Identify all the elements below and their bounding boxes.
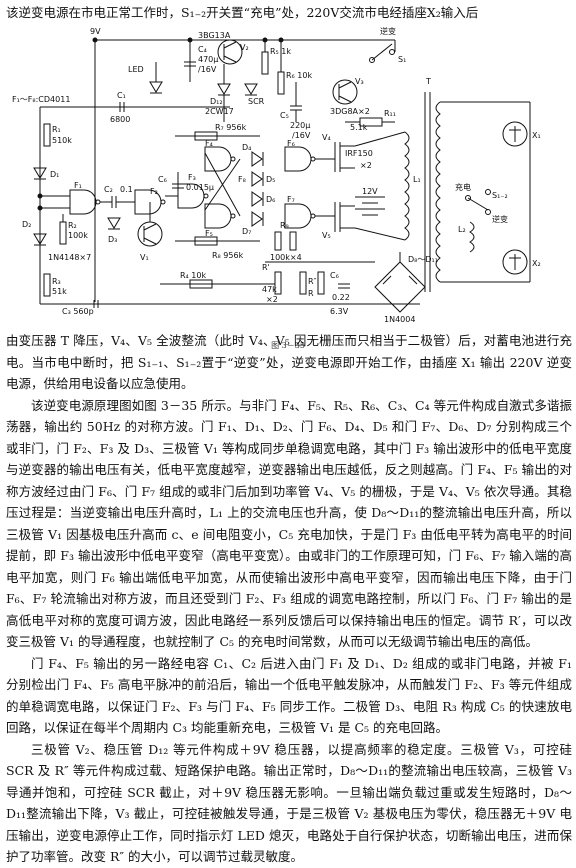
label-f8: F₈ bbox=[238, 175, 246, 184]
label-r3: R₃ bbox=[52, 277, 61, 286]
label-s12: S₁₋₂ bbox=[492, 191, 508, 200]
label-mosfet: IRF150 bbox=[345, 149, 373, 158]
label-f3: F₃ bbox=[188, 173, 196, 182]
label-invert: 逆变 bbox=[492, 214, 508, 224]
label-r12: R bbox=[308, 289, 314, 298]
label-transformer: T bbox=[425, 77, 431, 86]
label-d6: D₆ bbox=[266, 195, 275, 204]
label-c6b: C₆ bbox=[330, 271, 339, 280]
label-bridge-type: 1N4004 bbox=[384, 315, 415, 322]
label-d2: D₂ bbox=[22, 220, 31, 229]
label-f5: F₅ bbox=[205, 229, 213, 238]
label-rp: R' bbox=[262, 263, 270, 272]
label-d7: D₇ bbox=[242, 227, 251, 236]
label-c2-val: 0.1 bbox=[120, 185, 133, 194]
label-r5: R₅ 1k bbox=[270, 47, 291, 56]
label-c6b-volt: 6.3V bbox=[330, 307, 349, 316]
label-c4: C₄ bbox=[198, 45, 207, 54]
label-d3: D₃ bbox=[108, 235, 117, 244]
label-c3: C₃ 560p bbox=[62, 307, 94, 316]
label-r11-val: 5.1k bbox=[350, 123, 368, 132]
label-v3-type: 3DG8A×2 bbox=[330, 107, 370, 116]
intro-line: 该逆变电源在市电正常工作时，S₁₋₂开关置“充电”处，220V交流市电经插座X₂… bbox=[6, 5, 479, 20]
label-d1: D₁ bbox=[50, 170, 59, 179]
label-c6: C₆ bbox=[158, 175, 167, 184]
label-f7: F₇ bbox=[287, 195, 295, 204]
paragraph-4: 三极管 V₂、稳压管 D₁₂ 等元件构成＋9V 稳压器，以提高频率的稳定度。三极… bbox=[6, 741, 572, 865]
label-charge: 充电 bbox=[455, 182, 471, 192]
label-bridge: D₈～D₁₁ bbox=[408, 255, 438, 264]
label-r10: 100k×4 bbox=[270, 253, 302, 262]
label-d-series: 1N4148×7 bbox=[48, 253, 91, 262]
label-x1: X₁ bbox=[532, 131, 541, 140]
label-c4-volt: /16V bbox=[198, 65, 217, 74]
article-body: 由变压器 T 降压，V₄、V₅ 全波整流（此时 V₄、V₅ 因无栅压而只相当于二… bbox=[6, 330, 572, 868]
label-r3-val: 51k bbox=[52, 287, 67, 296]
paragraph-3: 门 F₄、F₅ 输出的另一路经电容 C₁、C₂ 后进入由门 F₁ 及 D₁、D₂… bbox=[6, 655, 572, 736]
label-c2: C₂ bbox=[104, 185, 113, 194]
paragraph-1: 由变压器 T 降压，V₄、V₅ 全波整流（此时 V₄、V₅ 因无栅压而只相当于二… bbox=[6, 333, 572, 391]
label-led: LED bbox=[128, 65, 144, 74]
label-r2-val: 100k bbox=[68, 231, 88, 240]
label-c6-val: 0.015μ bbox=[186, 183, 214, 192]
label-r6: R₆ 10k bbox=[286, 71, 312, 80]
label-d4: D₄ bbox=[242, 143, 251, 152]
label-battery: 12V bbox=[362, 187, 378, 196]
label-r9: R₉ bbox=[280, 221, 289, 230]
label-mosfet-qty: ×2 bbox=[360, 161, 372, 170]
label-c5: C₅ bbox=[280, 111, 289, 120]
circuit-figure: 9V F₁～F₈:CD4011 LED C₁ 6800 R₁ 510k D₁ F… bbox=[0, 22, 576, 350]
label-switch-top: 逆变 bbox=[380, 26, 396, 36]
label-l2: L₂ bbox=[458, 225, 466, 234]
label-c6b-val: 0.22 bbox=[332, 293, 350, 302]
circuit-schematic: 9V F₁～F₈:CD4011 LED C₁ 6800 R₁ 510k D₁ F… bbox=[12, 26, 541, 322]
label-r2: R₂ bbox=[68, 221, 77, 230]
label-v3: V₃ bbox=[355, 77, 364, 86]
figure-caption: 图 3－35 bbox=[271, 341, 305, 350]
label-v1: V₁ bbox=[140, 253, 149, 262]
label-v5: V₅ bbox=[322, 231, 331, 240]
label-r7: R₇ 956k bbox=[215, 123, 247, 132]
paragraph-2: 该逆变电源原理图如图 3－35 所示。与非门 F₄、F₅、R₅、R₆、C₃、C₄… bbox=[6, 397, 572, 650]
label-f2: F₂ bbox=[150, 187, 158, 196]
label-rp-qty: ×2 bbox=[266, 295, 278, 304]
label-r8: R₈ 956k bbox=[212, 251, 244, 260]
label-rpp: R″ bbox=[308, 277, 317, 286]
label-r4: R₄ 10k bbox=[180, 271, 206, 280]
label-v2: V₂ bbox=[240, 43, 249, 52]
label-c5-volt: /16V bbox=[292, 131, 311, 140]
label-c1: C₁ bbox=[117, 91, 126, 100]
label-v2-type: 3BG13A bbox=[198, 31, 231, 40]
label-c1-val: 6800 bbox=[110, 115, 130, 124]
label-c4-val: 470μ bbox=[198, 55, 218, 64]
label-x2: X₂ bbox=[532, 259, 541, 268]
label-r11: R₁₁ bbox=[384, 109, 396, 118]
label-f4: F₄ bbox=[205, 139, 213, 148]
label-v4: V₄ bbox=[322, 133, 331, 142]
label-r1-val: 510k bbox=[52, 136, 72, 145]
label-gate-chip: F₁～F₈:CD4011 bbox=[12, 95, 70, 104]
label-l1: L₁ bbox=[413, 175, 421, 184]
label-scr: SCR bbox=[248, 97, 265, 106]
label-rp-val: 47k bbox=[262, 285, 277, 294]
label-d12: D₁₂ bbox=[210, 97, 223, 106]
label-r1: R₁ bbox=[52, 125, 61, 134]
label-f1: F₁ bbox=[74, 181, 82, 190]
label-d12-type: 2CW17 bbox=[205, 107, 234, 116]
label-switch-s: S₁ bbox=[398, 55, 406, 64]
label-d5: D₅ bbox=[266, 175, 275, 184]
label-vcc: 9V bbox=[90, 27, 101, 36]
label-c5-val: 220μ bbox=[290, 121, 310, 130]
label-f6: F₆ bbox=[287, 139, 295, 148]
